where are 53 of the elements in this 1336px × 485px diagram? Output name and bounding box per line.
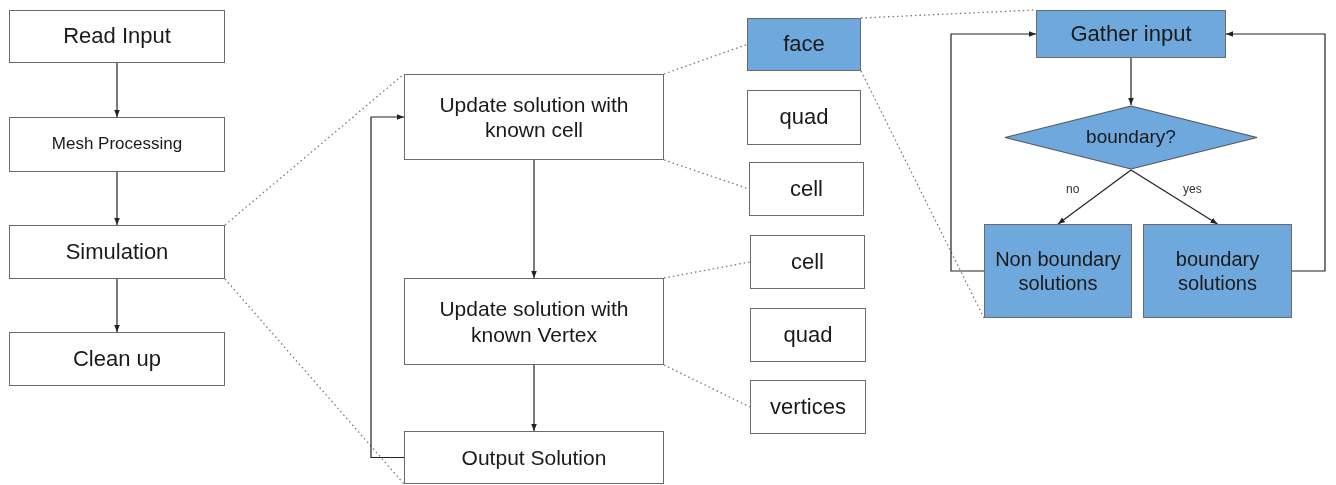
process-box — [750, 308, 866, 362]
arrow — [1128, 57, 1134, 106]
node-label: Output Solution — [461, 444, 607, 471]
arrow — [370, 114, 405, 459]
arrow — [114, 171, 120, 226]
dotted-zoom-line — [860, 70, 985, 319]
arrow — [531, 364, 537, 432]
edge-label: yes — [1181, 183, 1204, 197]
arrow — [531, 159, 537, 279]
process-box — [1143, 224, 1292, 318]
process-box — [404, 278, 664, 365]
node-label: vertices — [770, 393, 846, 421]
process-box — [1036, 10, 1226, 58]
process-box — [750, 235, 865, 289]
process-box — [404, 74, 664, 160]
node-label: Update solution with known Vertex — [438, 296, 630, 347]
dotted-zoom-line — [663, 364, 751, 408]
node-label: Gather input — [1070, 20, 1192, 48]
node-label: quad — [783, 321, 833, 349]
dotted-zoom-line — [224, 73, 405, 226]
node-label: cell — [791, 248, 824, 276]
dotted-zoom-line — [663, 43, 748, 75]
node-label: Simulation — [65, 238, 169, 266]
arrow — [114, 278, 120, 333]
process-box — [9, 10, 225, 63]
node-label: Mesh Processing — [51, 134, 183, 155]
process-box — [404, 431, 664, 484]
arrow — [114, 62, 120, 118]
node-label: Clean up — [72, 345, 162, 373]
process-box — [749, 162, 864, 216]
process-box — [9, 225, 225, 279]
arrow — [1130, 169, 1219, 225]
node-label: Non boundary solutions — [994, 247, 1122, 295]
process-box — [984, 224, 1132, 318]
decision-diamond — [1004, 105, 1258, 170]
dotted-zoom-line — [663, 261, 751, 279]
process-box — [9, 117, 225, 172]
arrow — [1057, 169, 1132, 225]
process-box — [750, 380, 866, 434]
dotted-zoom-line — [663, 159, 750, 190]
process-box — [9, 332, 225, 386]
node-label: face — [783, 31, 825, 58]
node-label: quad — [779, 104, 829, 131]
node-label: boundary solutions — [1174, 247, 1261, 295]
arrow — [1225, 31, 1326, 272]
node-label: Read Input — [63, 23, 171, 50]
node-label: Update solution with known cell — [438, 91, 630, 143]
dotted-zoom-line — [224, 278, 405, 485]
arrow — [950, 31, 1037, 272]
process-box — [747, 90, 861, 145]
process-box — [747, 18, 861, 71]
node-label: cell — [790, 175, 823, 203]
node-label: boundary? — [1086, 126, 1176, 149]
